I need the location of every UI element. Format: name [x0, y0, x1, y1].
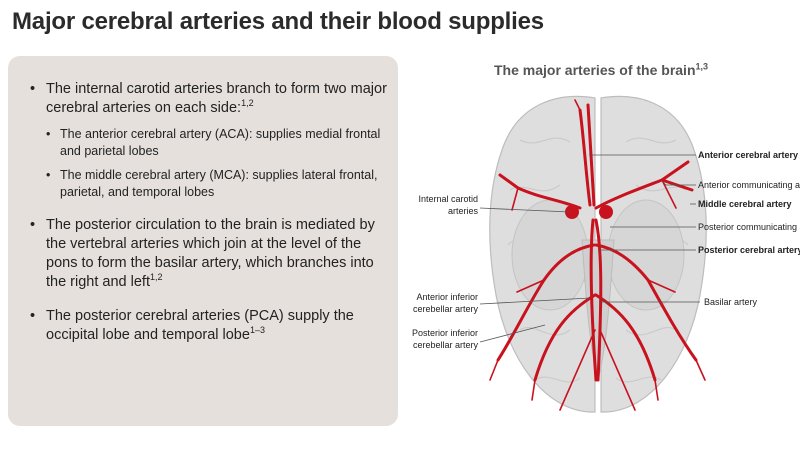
label-internal-carotid-line2: arteries: [448, 206, 479, 216]
reference: 1,3: [695, 61, 709, 72]
diagram-title-text: The major arteries of the brain: [494, 62, 696, 78]
label-middle-cerebral-artery: Middle cerebral artery: [698, 199, 792, 209]
bullet-text: The posterior circulation to the brain i…: [46, 217, 375, 290]
sub-bullet-text: The anterior cerebral artery (ACA): supp…: [60, 127, 381, 158]
label-internal-carotid-line1: Internal carotid: [418, 194, 478, 204]
brain-arteries-diagram: Anterior cerebral artery Anterior commun…: [412, 95, 800, 413]
bullet-posterior-circulation: The posterior circulation to the brain i…: [30, 216, 390, 292]
label-posterior-communicating-artery: Posterior communicating artery: [698, 222, 800, 232]
label-basilar-artery: Basilar artery: [704, 297, 758, 307]
label-aica-line1: Anterior inferior: [416, 292, 478, 302]
sub-bullet-aca: The anterior cerebral artery (ACA): supp…: [46, 126, 390, 160]
reference: 1,2: [241, 98, 254, 109]
bullet-text: The internal carotid arteries branch to …: [46, 81, 387, 116]
slide-title: Major cerebral arteries and their blood …: [12, 8, 544, 35]
label-pica-line2: cerebellar artery: [413, 340, 479, 350]
label-anterior-communicating-artery: Anterior communicating artery: [698, 180, 800, 190]
bullet-pca: The posterior cerebral arteries (PCA) su…: [30, 307, 390, 345]
label-anterior-cerebral-artery: Anterior cerebral artery: [698, 150, 798, 160]
reference: 1,2: [150, 272, 163, 283]
diagram-title: The major arteries of the brain1,3: [494, 62, 708, 78]
sub-bullet-text: The middle cerebral artery (MCA): suppli…: [60, 168, 378, 199]
label-aica-line2: cerebellar artery: [413, 304, 479, 314]
reference: 1–3: [249, 325, 265, 336]
bullet-text: The posterior cerebral arteries (PCA) su…: [46, 308, 354, 343]
sub-bullet-list: The anterior cerebral artery (ACA): supp…: [46, 126, 390, 201]
sub-bullet-mca: The middle cerebral artery (MCA): suppli…: [46, 167, 390, 201]
label-posterior-cerebral-artery: Posterior cerebral artery: [698, 245, 800, 255]
bullet-list: The internal carotid arteries branch to …: [30, 80, 390, 360]
bullet-carotid: The internal carotid arteries branch to …: [30, 80, 390, 201]
artery-network: [489, 99, 706, 411]
label-pica-line1: Posterior inferior: [412, 328, 478, 338]
